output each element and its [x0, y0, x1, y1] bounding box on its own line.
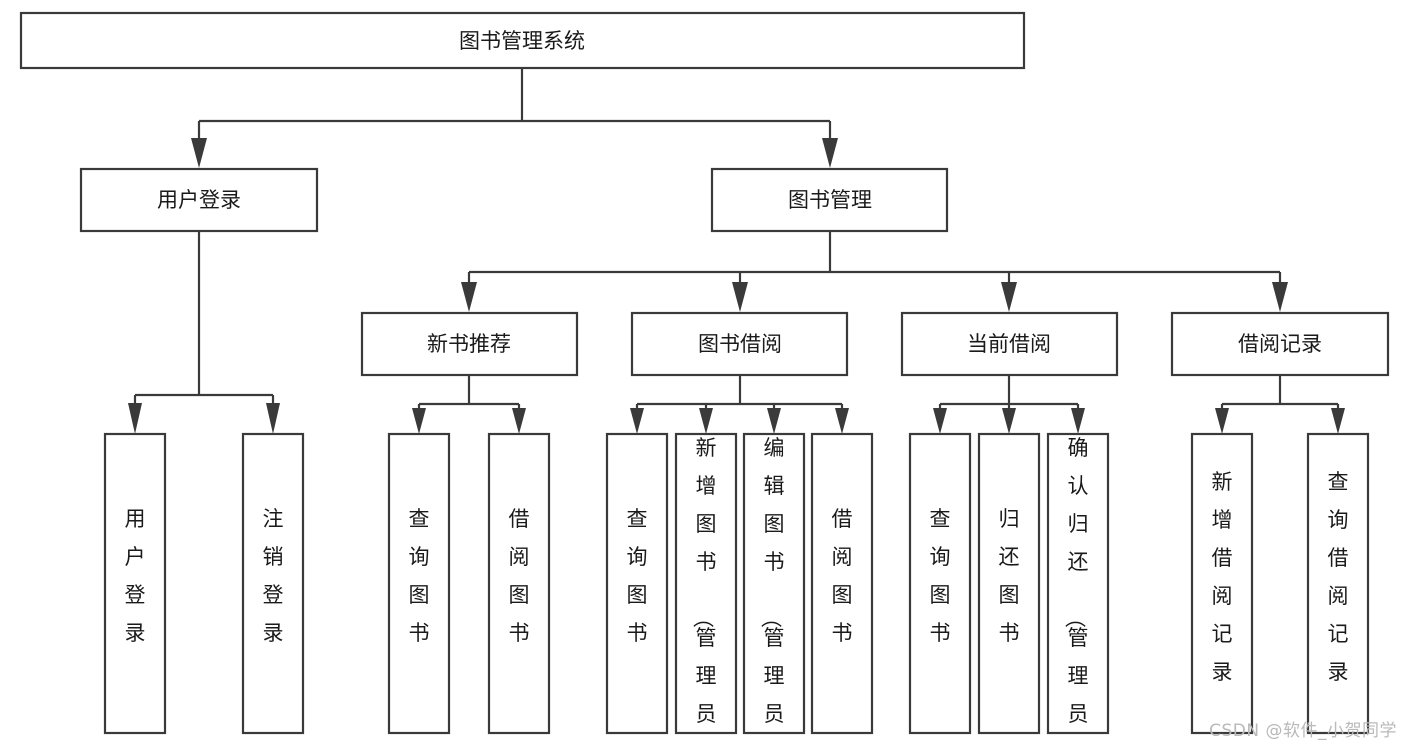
arrow-head-leaf-query-record — [1331, 408, 1345, 434]
leaf-node-edit-book-label: 编辑图书（管理员） — [759, 436, 785, 747]
leaf-node-query-book-3-box[interactable] — [908, 432, 972, 735]
leaf-node-borrow-book-2[interactable]: 借阅图书 — [810, 432, 874, 735]
arrow-head-book-borrow — [732, 282, 748, 312]
leaf-node-confirm-return-label: 确认归还（管理员） — [1063, 436, 1089, 747]
arrow-head-user-login — [191, 138, 207, 168]
leaf-node-add-book-label: 新增图书（管理员） — [691, 436, 717, 747]
node-new-book-recommend[interactable]: 新书推荐 — [360, 311, 579, 377]
leaf-node-add-record-box[interactable] — [1190, 432, 1254, 735]
node-book-management-box[interactable] — [710, 167, 949, 233]
leaf-node-borrow-book-1[interactable]: 借阅图书 — [487, 432, 551, 735]
node-root[interactable]: 图书管理系统 — [19, 11, 1026, 70]
arrow-head-leaf-borrow-book-1 — [512, 408, 526, 434]
node-book-management[interactable]: 图书管理 — [710, 167, 949, 233]
leaf-node-borrow-book-1-label: 借阅图书 — [509, 507, 530, 645]
leaf-node-confirm-return[interactable]: 确认归还（管理员） — [1046, 432, 1110, 747]
connectors-book-borrow-to-leaves — [630, 375, 849, 434]
node-new-book-recommend-box[interactable] — [360, 311, 579, 377]
leaf-node-borrow-book-2-label: 借阅图书 — [832, 507, 853, 645]
leaf-node-edit-book-box[interactable] — [742, 432, 806, 735]
leaf-node-add-record-label: 新增借阅记录 — [1212, 470, 1233, 684]
leaf-node-user-login-box[interactable] — [103, 432, 167, 735]
leaf-node-confirm-return-box[interactable] — [1046, 432, 1110, 735]
leaf-node-query-book-3-label: 查询图书 — [930, 507, 951, 645]
node-new-book-recommend-label: 新书推荐 — [427, 332, 511, 356]
arrow-head-leaf-user-login — [128, 403, 142, 434]
leaf-node-query-book-2[interactable]: 查询图书 — [605, 432, 669, 735]
leaf-node-return-book-box[interactable] — [977, 432, 1041, 735]
connectors-book-management-to-level3 — [461, 231, 1288, 312]
node-borrow-record-box[interactable] — [1170, 311, 1390, 377]
leaf-node-query-record[interactable]: 查询借阅记录 — [1306, 432, 1370, 735]
csdn-watermark: CSDN @软件_小贺同学 — [1209, 721, 1397, 741]
node-current-borrow-box[interactable] — [900, 311, 1119, 377]
leaf-node-query-book-2-label: 查询图书 — [627, 507, 648, 645]
leaf-node-query-book-3[interactable]: 查询图书 — [908, 432, 972, 735]
leaf-node-add-book-box[interactable] — [674, 432, 738, 735]
leaf-node-return-book-label: 归还图书 — [999, 507, 1020, 645]
arrow-head-leaf-confirm-return — [1071, 408, 1085, 434]
node-borrow-record-label: 借阅记录 — [1238, 332, 1322, 356]
leaf-node-logout-login-label: 注销登录 — [263, 507, 284, 645]
arrow-head-leaf-query-book-2 — [630, 408, 644, 434]
connectors-new-book-recommend-to-leaves — [412, 375, 526, 434]
node-user-login-label: 用户登录 — [157, 188, 241, 212]
node-book-borrow[interactable]: 图书借阅 — [630, 311, 849, 377]
connectors-root-to-level2 — [191, 68, 838, 168]
leaf-node-add-book[interactable]: 新增图书（管理员） — [674, 432, 738, 747]
arrow-head-book-management — [822, 138, 838, 168]
leaf-node-user-login[interactable]: 用户登录 — [103, 432, 167, 735]
leaf-node-logout-login-box[interactable] — [241, 432, 305, 735]
arrow-head-leaf-add-book — [699, 408, 713, 434]
leaf-node-query-book-1-label: 查询图书 — [409, 507, 430, 645]
node-borrow-record[interactable]: 借阅记录 — [1170, 311, 1390, 377]
arrow-head-leaf-logout-login — [266, 403, 280, 434]
leaf-node-user-login-label: 用户登录 — [125, 507, 146, 645]
leaf-node-borrow-book-1-box[interactable] — [487, 432, 551, 735]
connectors-borrow-record-to-leaves — [1215, 375, 1345, 434]
leaf-node-edit-book[interactable]: 编辑图书（管理员） — [742, 432, 806, 747]
node-current-borrow-label: 当前借阅 — [967, 332, 1051, 356]
leaf-node-query-book-1-box[interactable] — [387, 432, 451, 735]
connectors-user-login-to-leaves — [128, 231, 280, 434]
leaf-node-logout-login[interactable]: 注销登录 — [241, 432, 305, 735]
node-root-label: 图书管理系统 — [459, 29, 585, 53]
connectors-current-borrow-to-leaves — [933, 375, 1085, 434]
arrow-head-leaf-borrow-book-2 — [835, 408, 849, 434]
arrow-head-current-borrow — [1001, 282, 1017, 312]
leaf-node-add-record[interactable]: 新增借阅记录 — [1190, 432, 1254, 735]
node-book-borrow-box[interactable] — [630, 311, 849, 377]
node-user-login-box[interactable] — [79, 167, 319, 233]
node-book-management-label: 图书管理 — [788, 188, 872, 212]
node-current-borrow[interactable]: 当前借阅 — [900, 311, 1119, 377]
arrow-head-leaf-query-book-1 — [412, 408, 426, 434]
arrow-head-new-book-recommend — [461, 282, 477, 312]
node-root-box[interactable] — [19, 11, 1026, 70]
arrow-head-borrow-record — [1272, 282, 1288, 312]
leaf-node-query-book-1[interactable]: 查询图书 — [387, 432, 451, 735]
node-book-borrow-label: 图书借阅 — [698, 332, 782, 356]
leaf-node-query-book-2-box[interactable] — [605, 432, 669, 735]
leaf-node-query-record-label: 查询借阅记录 — [1328, 470, 1349, 684]
leaf-node-borrow-book-2-box[interactable] — [810, 432, 874, 735]
leaf-node-query-record-box[interactable] — [1306, 432, 1370, 735]
arrow-head-leaf-query-book-3 — [933, 408, 947, 434]
leaf-node-return-book[interactable]: 归还图书 — [977, 432, 1041, 735]
arrow-head-leaf-add-record — [1215, 408, 1229, 434]
arrow-head-leaf-return-book — [1002, 408, 1016, 434]
arrow-head-leaf-edit-book — [767, 408, 781, 434]
node-user-login[interactable]: 用户登录 — [79, 167, 319, 233]
